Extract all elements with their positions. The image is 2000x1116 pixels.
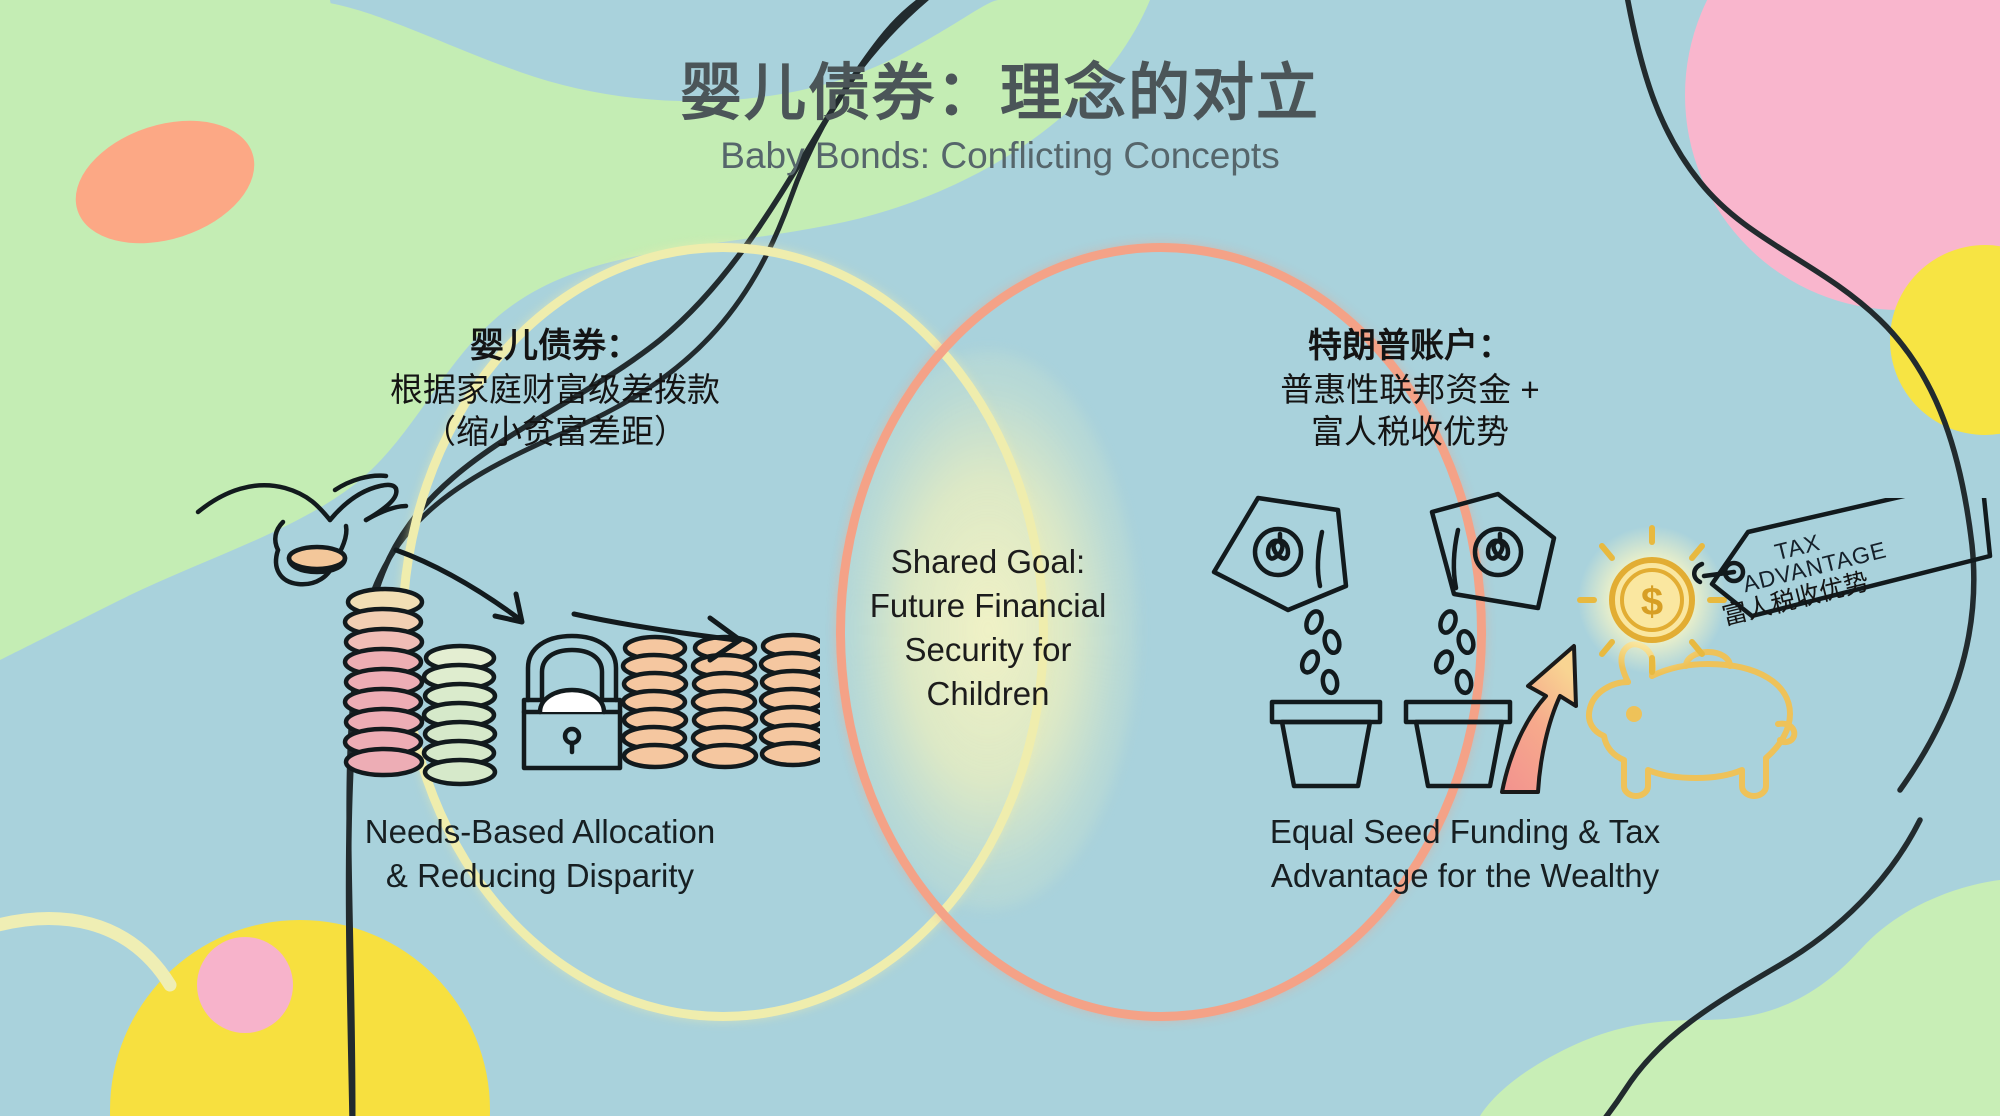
left-caption: Needs-Based Allocation & Reducing Dispar… xyxy=(290,810,790,897)
dollar-coin-glow-icon: $ xyxy=(1577,525,1727,675)
coin-in-hand xyxy=(286,544,348,575)
circle-pink-top-right xyxy=(1685,0,2000,310)
treasure-chest-icon xyxy=(521,633,623,771)
left-panel-heading: 婴儿债券： 根据家庭财富级差拨款 （缩小贫富差距） xyxy=(330,325,780,453)
circle-yellow-right xyxy=(1890,245,2000,435)
left-heading-line2: 根据家庭财富级差拨款 xyxy=(390,370,720,408)
coin-stack-pink-icon xyxy=(342,586,425,778)
right-panel-heading: 特朗普账户： 普惠性联邦资金 + 富人税收优势 xyxy=(1210,325,1610,453)
seed-packet-icon-2 xyxy=(1429,491,1557,696)
right-caption-line2: Advantage for the Wealthy xyxy=(1270,856,1660,894)
flower-pot-icon-2 xyxy=(1403,699,1513,789)
curved-arrow-right-icon xyxy=(393,547,525,625)
page-title-cn: 婴儿债券：理念的对立 xyxy=(679,59,1320,128)
coin-stack-green-icon xyxy=(421,643,498,787)
coin-stacks-equal-icon xyxy=(620,632,820,770)
overlap-line-3: Security for xyxy=(904,630,1072,668)
seed-packet-icon xyxy=(1211,495,1349,696)
blob-bottom-right-2 xyxy=(1600,955,2000,1116)
arrow-right-icon xyxy=(571,611,743,663)
dot-pink-bottom-left xyxy=(197,937,293,1033)
page-title-en: Baby Bonds: Conflicting Concepts xyxy=(720,135,1280,177)
price-tag-icon xyxy=(1692,498,1993,619)
right-heading-line3: 富人税收优势 xyxy=(1311,412,1509,450)
overlap-line-4: Children xyxy=(926,674,1050,712)
left-heading-bold: 婴儿债券： xyxy=(470,327,640,365)
left-heading-line3: （缩小贫富差距） xyxy=(423,412,687,450)
venn-overlap-text: Shared Goal: Future Financial Security f… xyxy=(838,540,1138,716)
right-heading-line2: 普惠性联邦资金 + xyxy=(1280,370,1540,408)
growth-arrow-up-icon xyxy=(1500,644,1578,794)
dark-curve-bottom-right xyxy=(1603,817,1923,1116)
overlap-line-1: Shared Goal: xyxy=(890,543,1086,580)
arc-pale-yellow xyxy=(0,912,177,992)
right-caption: Equal Seed Funding & Tax Advantage for t… xyxy=(1230,810,1700,897)
svg-text:$: $ xyxy=(1641,580,1663,624)
title-block: 婴儿债券：理念的对立 Baby Bonds: Conflicting Conce… xyxy=(0,58,2000,178)
left-caption-line2: & Reducing Disparity xyxy=(385,856,695,894)
blob-orange-top-left xyxy=(75,120,255,244)
left-caption-line1: Needs-Based Allocation xyxy=(364,813,716,850)
overlap-line-2: Future Financial xyxy=(869,586,1107,624)
venn-circle-right xyxy=(836,243,1486,1021)
blob-top-green-main xyxy=(0,0,1150,660)
dark-curve-right-main xyxy=(1624,0,1977,793)
right-caption-line1: Equal Seed Funding & Tax xyxy=(1269,813,1661,850)
left-illustration xyxy=(195,473,820,787)
right-heading-bold: 特朗普账户： xyxy=(1308,327,1512,365)
flower-pot-icon xyxy=(1269,699,1383,789)
right-illustration xyxy=(1211,491,1557,789)
